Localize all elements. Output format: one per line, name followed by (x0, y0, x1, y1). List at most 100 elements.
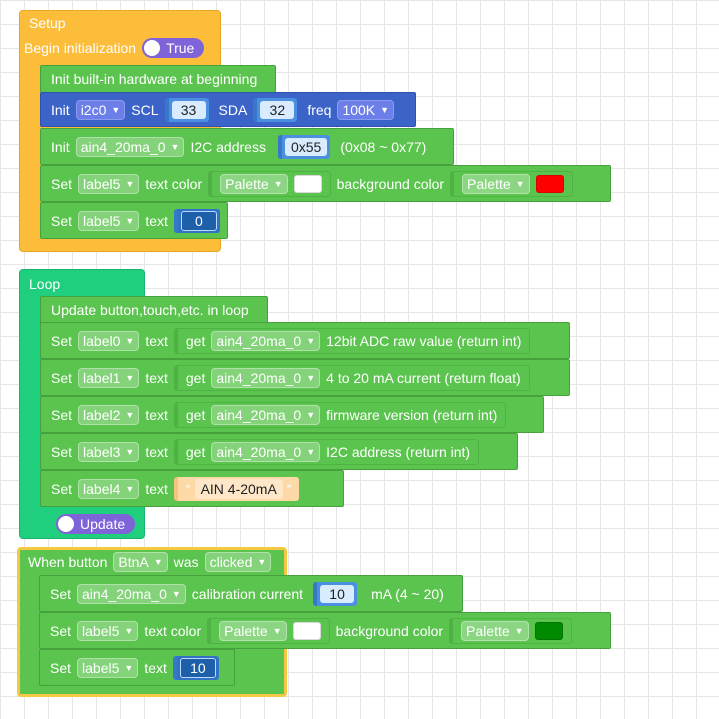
chevron-down-icon: ▼ (125, 372, 135, 383)
set-label5-text-block[interactable]: Set label5▼ text 0 (40, 202, 228, 239)
text-palette-block[interactable]: Palette▼ (207, 617, 330, 644)
label5-dropdown[interactable]: label5 ▼ (78, 210, 140, 231)
get-current-block[interactable]: get ain4_20ma_0▼ 4 to 20 mA current (ret… (173, 364, 530, 391)
getter-description: 4 to 20 mA current (return float) (326, 369, 521, 386)
text-palette-block[interactable]: Palette▼ (208, 170, 331, 197)
i2c-address-input[interactable]: 0x55 (284, 137, 328, 156)
label3-dropdown[interactable]: label3▼ (78, 441, 140, 462)
begin-initialization-label: Begin initialization (24, 40, 137, 56)
device-value: ain4_20ma_0 (216, 369, 302, 386)
bg-palette-dropdown[interactable]: Palette ▼ (461, 620, 529, 641)
set-label: Set (50, 585, 72, 602)
button-dropdown[interactable]: BtnA▼ (113, 552, 168, 572)
getter-description: I2C address (return int) (326, 443, 471, 460)
set-label: Set (51, 212, 73, 229)
label5-value: label5 (83, 212, 121, 229)
ain-init-block[interactable]: Init ain4_20ma_0▼ I2C address 0x55 (0x08… (40, 128, 454, 165)
calibration-block[interactable]: Set ain4_20ma_0▼ calibration current 10 … (39, 575, 463, 612)
close-quote-icon: ” (286, 480, 292, 497)
label5-dropdown[interactable]: label5▼ (78, 173, 140, 194)
text-label: text (145, 480, 168, 497)
text-palette-value: Palette (225, 175, 269, 192)
text-value-socket: 0 (173, 208, 220, 233)
when-button-label: When button (28, 554, 108, 570)
set-label4-block[interactable]: Set label4▼ text “ AIN 4-20mA ” (40, 470, 344, 507)
set-label: Set (51, 406, 73, 423)
bg-palette-block[interactable]: Palette ▼ (449, 617, 572, 644)
label1-value: label1 (83, 369, 121, 386)
set-label0-block[interactable]: Set label0▼ text get ain4_20ma_0▼ 12bit … (40, 322, 570, 359)
device-dropdown[interactable]: ain4_20ma_0▼ (77, 583, 186, 604)
bg-palette-dropdown[interactable]: Palette▼ (462, 173, 530, 194)
sda-socket: 32 (253, 97, 298, 122)
label5-dropdown[interactable]: label5▼ (77, 620, 139, 641)
sda-input[interactable]: 32 (260, 100, 295, 119)
calibration-socket: 10 (313, 581, 358, 606)
set-label3-block[interactable]: Set label3▼ text get ain4_20ma_0▼ I2C ad… (40, 433, 518, 470)
update-loop-block[interactable]: Update button,touch,etc. in loop (40, 296, 268, 324)
background-color-label: background color (335, 622, 444, 639)
label4-dropdown[interactable]: label4▼ (78, 478, 140, 499)
device-dropdown[interactable]: ain4_20ma_0▼ (211, 330, 321, 351)
bg-palette-value: Palette (466, 622, 510, 639)
label5-value: label5 (83, 175, 121, 192)
label5-dropdown[interactable]: label5▼ (77, 657, 139, 678)
text-color-swatch[interactable] (293, 174, 322, 193)
set-label5-color-block-event[interactable]: Set label5▼ text color Palette▼ backgrou… (39, 612, 611, 649)
init-hardware-block[interactable]: Init built-in hardware at beginning (40, 65, 276, 93)
string-literal-block[interactable]: “ AIN 4-20mA ” (173, 476, 300, 501)
set-label5-text-block-event[interactable]: Set label5▼ text 10 (39, 649, 235, 686)
i2c-port-dropdown[interactable]: i2c0▼ (75, 99, 126, 120)
set-label2-block[interactable]: Set label2▼ text get ain4_20ma_0▼ firmwa… (40, 396, 544, 433)
begin-initialization-row: Begin initialization True (24, 38, 205, 58)
text-color-swatch[interactable] (292, 621, 321, 640)
freq-dropdown[interactable]: 100K▼ (337, 99, 395, 120)
set-label1-block[interactable]: Set label1▼ text get ain4_20ma_0▼ 4 to 2… (40, 359, 570, 396)
label3-value: label3 (83, 443, 121, 460)
bg-palette-block[interactable]: Palette▼ (450, 170, 573, 197)
set-label: Set (50, 622, 72, 639)
toggle-knob (58, 516, 74, 532)
get-i2c-address-block[interactable]: get ain4_20ma_0▼ I2C address (return int… (173, 438, 480, 465)
label0-dropdown[interactable]: label0▼ (78, 330, 140, 351)
freq-value: 100K (342, 101, 376, 118)
button-event-header: When button BtnA▼ was clicked▼ (28, 552, 272, 572)
text-value-input[interactable]: 10 (179, 657, 216, 678)
get-firmware-block[interactable]: get ain4_20ma_0▼ firmware version (retur… (173, 401, 507, 428)
text-value-input[interactable]: 0 (180, 210, 217, 231)
device-dropdown[interactable]: ain4_20ma_0▼ (211, 441, 321, 462)
loop-title: Loop (29, 276, 61, 292)
device-dropdown[interactable]: ain4_20ma_0▼ (211, 404, 321, 425)
background-color-swatch[interactable] (535, 174, 564, 193)
label5-value: label5 (82, 659, 120, 676)
button-value: BtnA (118, 554, 149, 570)
device-dropdown[interactable]: ain4_20ma_0▼ (211, 367, 321, 388)
string-input[interactable]: AIN 4-20mA (194, 478, 283, 499)
text-label: text (144, 659, 167, 676)
calibration-unit: mA (4 ~ 20) (371, 585, 444, 602)
update-toggle[interactable]: Update (56, 514, 136, 534)
i2c-init-block[interactable]: Init i2c0▼ SCL 33 SDA 32 freq 100K▼ (40, 92, 416, 127)
calibration-input[interactable]: 10 (320, 584, 355, 603)
get-label: get (185, 332, 206, 349)
scl-input[interactable]: 33 (171, 100, 206, 119)
toggle-knob (144, 40, 161, 56)
get-adc-raw-block[interactable]: get ain4_20ma_0▼ 12bit ADC raw value (re… (173, 327, 531, 354)
i2c-port-value: i2c0 (80, 101, 107, 118)
chevron-down-icon: ▼ (514, 625, 524, 636)
begin-init-toggle[interactable]: True (142, 38, 205, 58)
text-palette-value: Palette (224, 622, 268, 639)
ain-device-dropdown[interactable]: ain4_20ma_0▼ (75, 136, 185, 157)
button-state-dropdown[interactable]: clicked▼ (204, 552, 272, 572)
freq-label: freq (307, 101, 332, 118)
background-color-swatch[interactable] (534, 621, 563, 640)
text-palette-dropdown[interactable]: Palette▼ (219, 620, 287, 641)
sda-label: SDA (218, 101, 248, 118)
chevron-down-icon: ▼ (306, 409, 316, 420)
text-palette-dropdown[interactable]: Palette▼ (220, 173, 288, 194)
label1-dropdown[interactable]: label1 ▼ (78, 367, 140, 388)
i2c-address-socket: 0x55 (277, 134, 331, 159)
set-label5-color-block[interactable]: Set label5▼ text color Palette▼ backgrou… (40, 165, 611, 202)
label2-dropdown[interactable]: label2▼ (78, 404, 140, 425)
chevron-down-icon: ▼ (125, 215, 135, 226)
